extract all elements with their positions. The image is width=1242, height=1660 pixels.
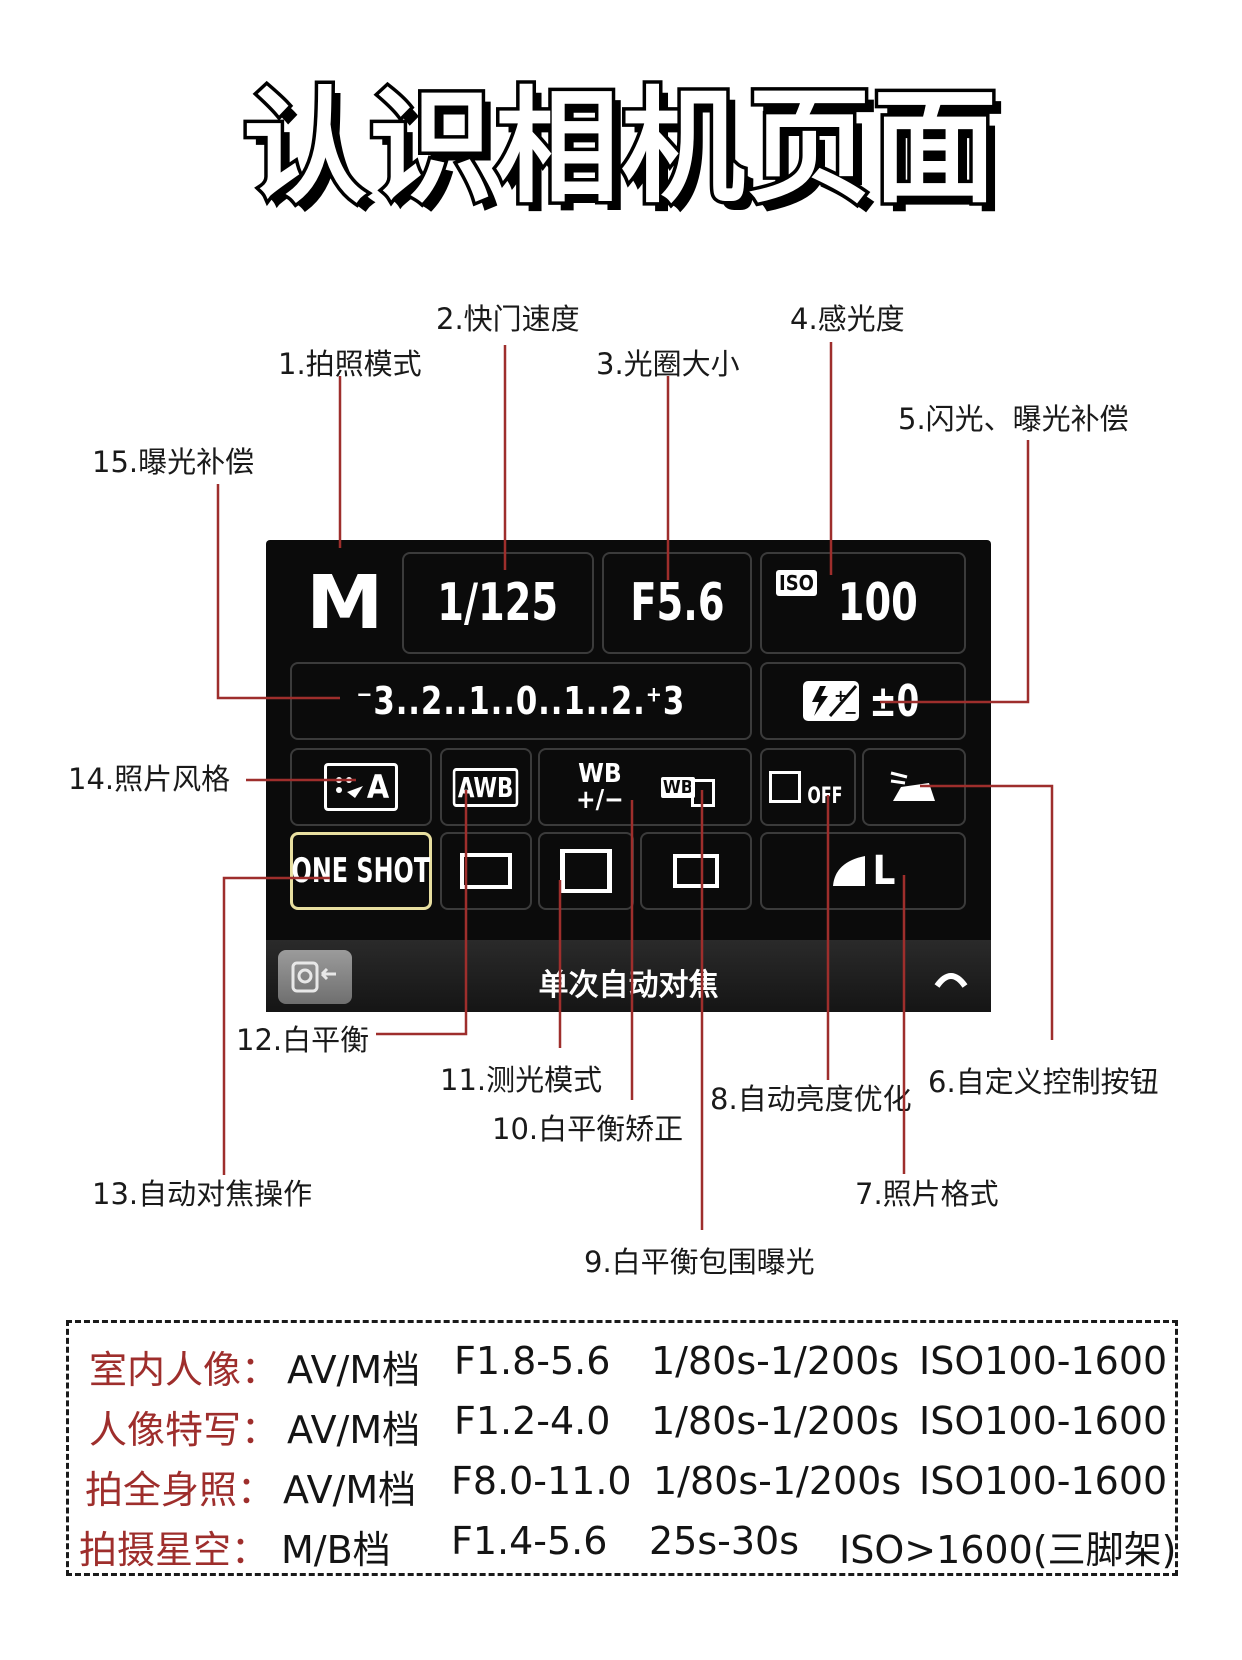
image-quality-value: L bbox=[872, 848, 896, 894]
callout-8-auto-lighting-optimizer: 8.自动亮度优化 bbox=[710, 1082, 912, 1116]
svg-text:−: − bbox=[844, 703, 857, 722]
alo-value: OFF bbox=[807, 783, 843, 809]
metering-partial-cell[interactable] bbox=[538, 832, 634, 910]
picture-style-icon: A bbox=[323, 763, 399, 811]
callout-14-picture-style: 14.照片风格 bbox=[68, 762, 231, 796]
table-row: 拍摄星空： M/B档 F1.4-5.6 25s-30s ISO>1600(三脚架… bbox=[69, 1513, 1177, 1572]
page-title: 认识相机页面 bbox=[239, 76, 1000, 220]
scene-name: 拍全身照： bbox=[85, 1468, 276, 1512]
table-row: 拍全身照： AV/M档 F8.0-11.0 1/80s-1/200s ISO10… bbox=[69, 1453, 1175, 1512]
iso-value: ISO100-1600 bbox=[919, 1399, 1168, 1443]
callout-10-wb-correction: 10.白平衡矫正 bbox=[492, 1112, 684, 1146]
aperture-value: F5.6 bbox=[629, 573, 725, 633]
shooting-settings-table: 室内人像： AV/M档 F1.8-5.6 1/80s-1/200s ISO100… bbox=[66, 1320, 1178, 1576]
wb-shift-bracket-cell[interactable]: WB +/− WB bbox=[538, 748, 752, 826]
scene-name: 室内人像： bbox=[89, 1348, 280, 1392]
screen-bottom-bar: 单次自动对焦 bbox=[266, 940, 991, 1012]
af-operation-value: ONE SHOT bbox=[291, 851, 431, 891]
aperture-value: F1.4-5.6 bbox=[451, 1519, 608, 1563]
iso-cell[interactable]: ISO 100 bbox=[760, 552, 966, 654]
metering-evaluative-cell[interactable] bbox=[440, 832, 532, 910]
image-quality-cell[interactable]: L bbox=[760, 832, 966, 910]
wb-shift-icon: WB +/− bbox=[576, 759, 624, 815]
white-balance-value: AWB bbox=[453, 767, 519, 807]
mode-value: M/B档 bbox=[281, 1528, 391, 1572]
callout-4-iso: 4.感光度 bbox=[790, 302, 905, 336]
wb-bracket-icon: WB bbox=[660, 767, 716, 807]
shutter-speed-value: 1/125 bbox=[437, 573, 559, 633]
mode-value: AV/M档 bbox=[287, 1348, 421, 1392]
shutter-value: 1/80s-1/200s bbox=[651, 1399, 900, 1443]
shooting-mode-value: M bbox=[306, 560, 384, 646]
iso-value: 100 bbox=[837, 573, 919, 633]
metering-evaluative-icon bbox=[460, 853, 512, 889]
callout-13-af-operation: 13.自动对焦操作 bbox=[92, 1177, 313, 1211]
aperture-cell[interactable]: F5.6 bbox=[602, 552, 752, 654]
callout-7-image-quality: 7.照片格式 bbox=[855, 1177, 999, 1211]
metering-partial-icon bbox=[560, 849, 612, 893]
custom-controls-cell[interactable] bbox=[862, 748, 966, 826]
mode-value: AV/M档 bbox=[287, 1408, 421, 1452]
aperture-value: F8.0-11.0 bbox=[451, 1459, 632, 1503]
metering-center-cell[interactable] bbox=[640, 832, 752, 910]
scene-name: 拍摄星空： bbox=[79, 1528, 270, 1572]
iso-badge: ISO bbox=[776, 570, 817, 596]
aperture-value: F1.8-5.6 bbox=[454, 1339, 611, 1383]
custom-controls-icon bbox=[890, 771, 935, 801]
callout-6-custom-controls: 6.自定义控制按钮 bbox=[928, 1065, 1159, 1099]
wb-bracket-badge: WB bbox=[660, 776, 696, 798]
picture-style-cell[interactable]: A bbox=[290, 748, 432, 826]
flash-exposure-comp-icon: + − bbox=[802, 681, 859, 722]
shutter-value: 1/80s-1/200s bbox=[653, 1459, 902, 1503]
exposure-comp-cell[interactable]: ⁻3..2..1..0..1..2.⁺3 bbox=[290, 662, 752, 740]
callout-2-shutter-speed: 2.快门速度 bbox=[436, 302, 580, 336]
svg-text:+: + bbox=[834, 686, 847, 705]
iso-value: ISO100-1600 bbox=[919, 1459, 1168, 1503]
chevron-up-icon[interactable] bbox=[933, 962, 969, 995]
callout-3-aperture: 3.光圈大小 bbox=[596, 347, 740, 381]
iso-value: ISO100-1600 bbox=[919, 1339, 1168, 1383]
callout-9-wb-bracketing: 9.白平衡包围曝光 bbox=[584, 1245, 815, 1279]
shutter-speed-cell[interactable]: 1/125 bbox=[402, 552, 594, 654]
af-mode-caption: 单次自动对焦 bbox=[538, 968, 719, 1003]
callout-15-exposure-comp: 15.曝光补偿 bbox=[92, 445, 255, 479]
exposure-level-scale: ⁻3..2..1..0..1..2.⁺3 bbox=[356, 679, 686, 723]
scene-name: 人像特写： bbox=[89, 1408, 280, 1452]
shutter-value: 1/80s-1/200s bbox=[651, 1339, 900, 1383]
iso-value: ISO>1600(三脚架) bbox=[839, 1528, 1177, 1572]
callout-12-white-balance: 12.白平衡 bbox=[236, 1023, 370, 1057]
wb-bracket-frame bbox=[691, 779, 716, 807]
white-balance-cell[interactable]: AWB bbox=[440, 748, 532, 826]
auto-lighting-optimizer-cell[interactable]: OFF bbox=[760, 748, 856, 826]
flash-comp-value: ±0 bbox=[869, 675, 919, 727]
picture-style-auto: A bbox=[366, 768, 390, 806]
image-quality-fine-icon bbox=[832, 856, 865, 886]
table-row: 室内人像： AV/M档 F1.8-5.6 1/80s-1/200s ISO100… bbox=[69, 1333, 1175, 1392]
flash-exposure-comp-cell[interactable]: + − ±0 bbox=[760, 662, 966, 740]
metering-center-icon bbox=[673, 854, 719, 888]
aperture-value: F1.2-4.0 bbox=[454, 1399, 611, 1443]
callout-1-shooting-mode: 1.拍照模式 bbox=[278, 347, 422, 381]
callout-11-metering-mode: 11.测光模式 bbox=[440, 1063, 603, 1097]
picture-style-dots-icon bbox=[335, 777, 363, 798]
alo-icon bbox=[769, 771, 802, 803]
camera-quick-control-screen: M 1/125 F5.6 ISO 100 ⁻3..2..1..0..1..2.⁺… bbox=[266, 540, 991, 1012]
mode-value: AV/M档 bbox=[283, 1468, 417, 1512]
callout-5-flash-exposure-comp: 5.闪光、曝光补偿 bbox=[898, 402, 1129, 436]
shutter-value: 25s-30s bbox=[649, 1519, 800, 1563]
af-operation-cell[interactable]: ONE SHOT bbox=[290, 832, 432, 910]
table-row: 人像特写： AV/M档 F1.2-4.0 1/80s-1/200s ISO100… bbox=[69, 1393, 1175, 1452]
